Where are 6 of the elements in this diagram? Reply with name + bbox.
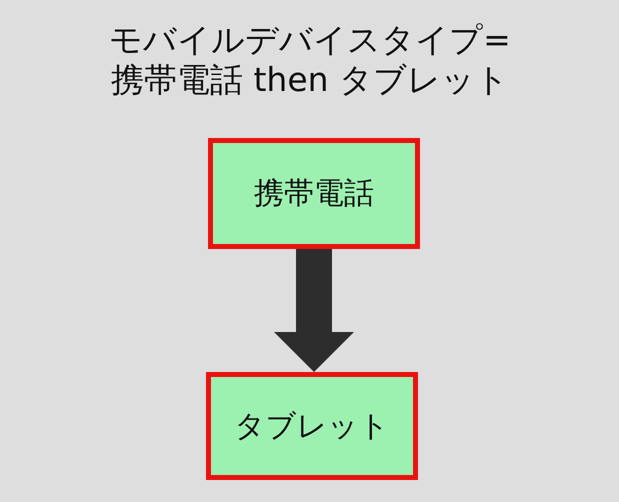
node-label: タブレット [234, 408, 390, 446]
process-box [206, 372, 418, 480]
title: モバイルデバイスタイプ= 携帯電話 then タブレット [108, 20, 512, 100]
node-label: 携帯電話 [254, 175, 374, 213]
process-box [208, 138, 420, 249]
arrow [274, 249, 354, 372]
